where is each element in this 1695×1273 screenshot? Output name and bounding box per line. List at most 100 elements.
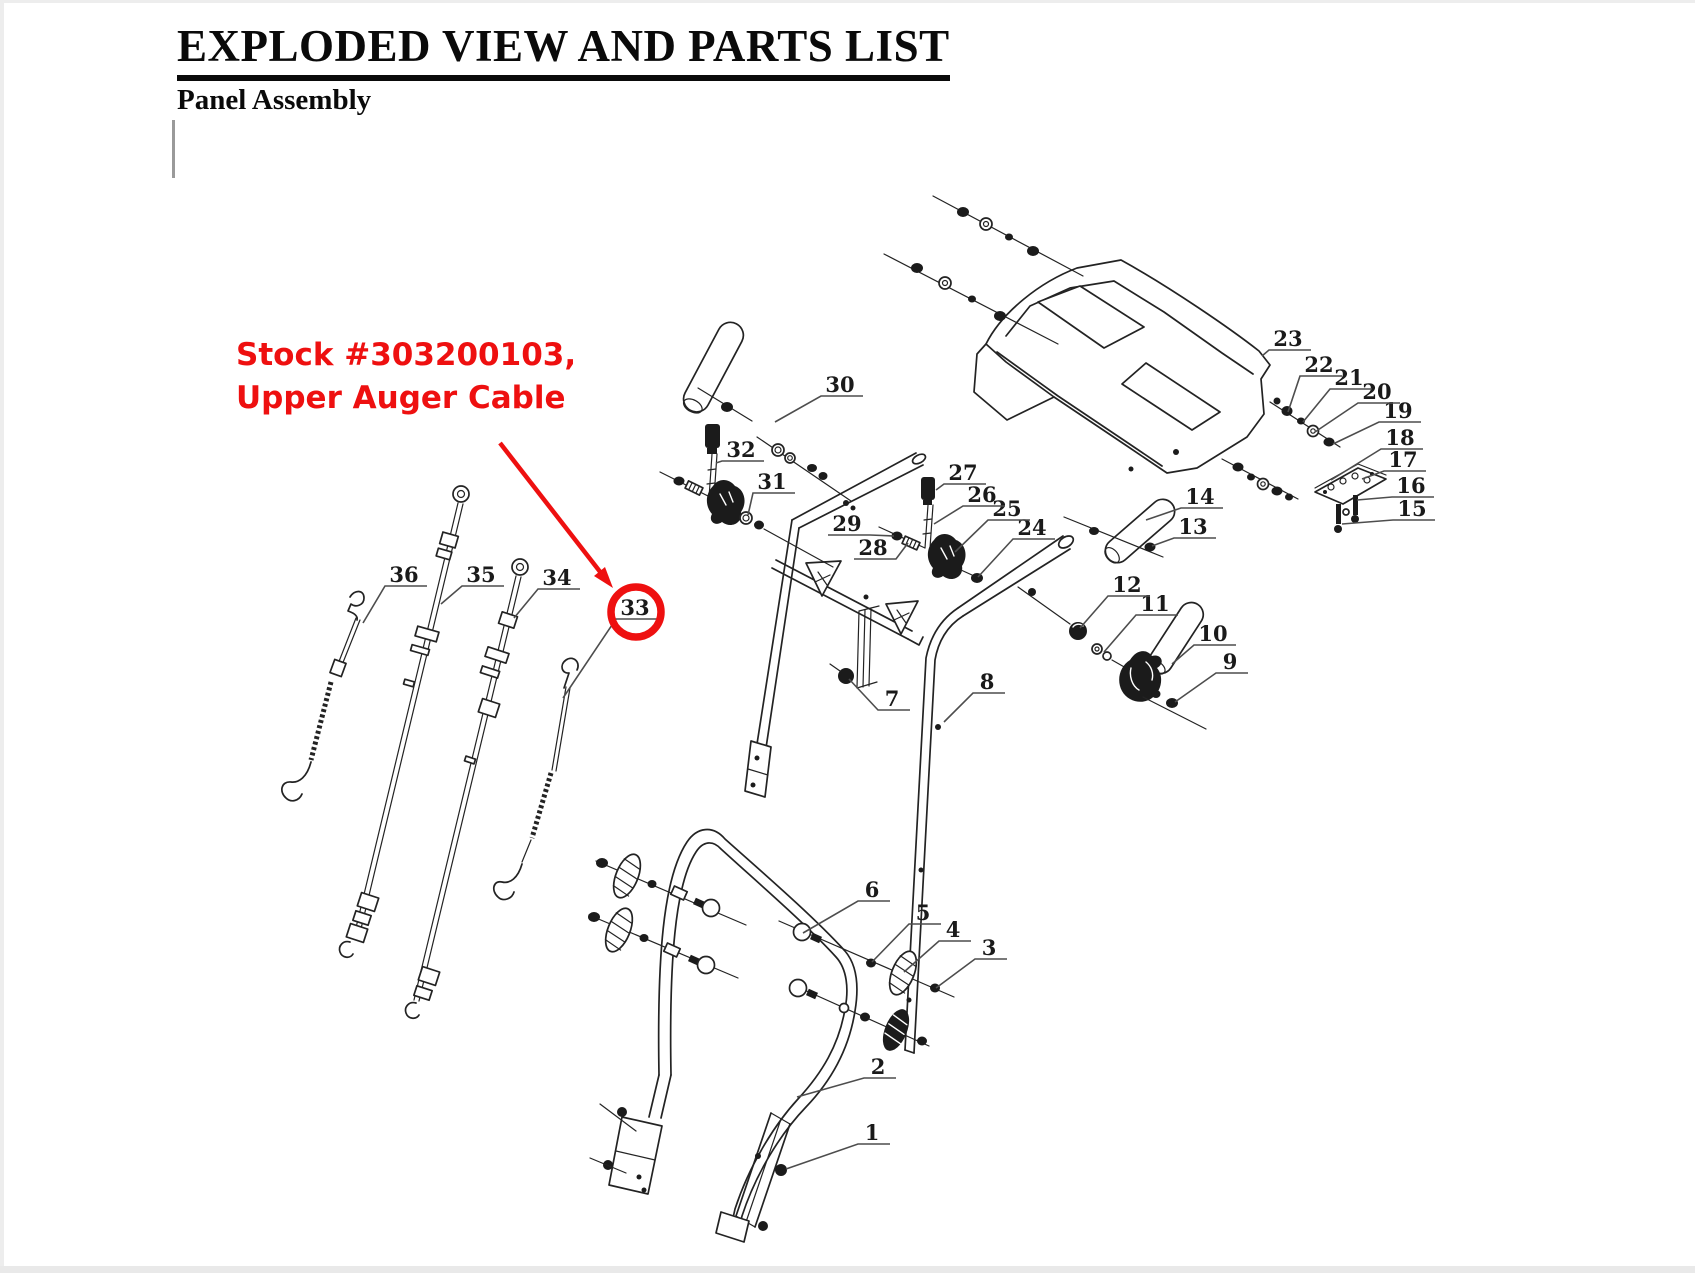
text-caret-mark (172, 120, 175, 178)
svg-text:15: 15 (1397, 496, 1426, 521)
part-label-31: 31 (747, 469, 795, 516)
part-label-29: 29 (828, 511, 895, 537)
part-label-25: 25 (954, 496, 1030, 553)
svg-text:12: 12 (1112, 572, 1141, 597)
part-label-9: 9 (1174, 649, 1248, 703)
part-label-12: 12 (1079, 572, 1150, 629)
part-label-15: 15 (1341, 496, 1435, 525)
page-subtitle: Panel Assembly (177, 83, 372, 116)
svg-text:4: 4 (946, 917, 961, 942)
svg-text:22: 22 (1304, 352, 1333, 377)
cover-screw-row-right (1221, 458, 1299, 501)
part-label-18: 18 (1330, 425, 1423, 481)
part-label-2: 2 (796, 1054, 896, 1098)
stock-annotation: Stock #303200103, Upper Auger Cable (236, 334, 576, 420)
part-label-20: 20 (1314, 379, 1400, 433)
part-label-34: 34 (513, 565, 580, 619)
annotation-arrowhead (594, 567, 613, 588)
upper-handle-frame (744, 452, 1075, 1054)
part-label-30: 30 (774, 372, 863, 423)
cable-33-upper-auger (492, 657, 579, 901)
part-label-23: 23 (1261, 326, 1311, 357)
part-label-19: 19 (1332, 398, 1421, 445)
svg-text:2: 2 (871, 1054, 886, 1079)
stock-annotation-line1: Stock #303200103, (236, 337, 577, 373)
svg-text:10: 10 (1198, 621, 1227, 646)
part-label-28: 28 (854, 535, 909, 560)
svg-text:21: 21 (1334, 365, 1363, 390)
page-edge-top (0, 0, 1695, 3)
svg-text:7: 7 (885, 686, 900, 711)
page-title: EXPLODED VIEW AND PARTS LIST (177, 21, 950, 81)
cable-34 (404, 558, 529, 1019)
svg-text:16: 16 (1396, 473, 1425, 498)
annotation-overlay (498, 441, 665, 641)
svg-text:35: 35 (466, 562, 495, 587)
stock-annotation-line2: Upper Auger Cable (236, 380, 566, 416)
part-label-22: 22 (1287, 352, 1342, 413)
chute-crank-assembly (1017, 586, 1207, 730)
part-label-24: 24 (977, 515, 1055, 578)
part-label-8: 8 (943, 669, 1005, 723)
svg-text:27: 27 (948, 460, 977, 485)
part-label-3: 3 (935, 935, 1007, 989)
svg-text:8: 8 (980, 669, 995, 694)
cable-35 (338, 485, 470, 958)
svg-text:18: 18 (1385, 425, 1414, 450)
cover-screw-stack-upper (932, 195, 1084, 277)
screw-row-19-22 (1269, 401, 1341, 448)
svg-text:13: 13 (1178, 514, 1207, 539)
svg-text:11: 11 (1140, 591, 1169, 616)
svg-text:33: 33 (620, 595, 649, 620)
cover-housing-part-23 (973, 259, 1281, 474)
cover-screw-stack-lower (883, 253, 1059, 345)
part-label-1: 1 (785, 1120, 890, 1170)
part-label-11: 11 (1103, 591, 1178, 653)
part-label-33: 33 (562, 595, 658, 699)
part-label-21: 21 (1302, 365, 1372, 423)
svg-text:20: 20 (1362, 379, 1391, 404)
svg-text:25: 25 (992, 496, 1021, 521)
svg-text:31: 31 (757, 469, 786, 494)
part-label-16: 16 (1356, 473, 1434, 501)
svg-text:36: 36 (389, 562, 418, 587)
svg-text:1: 1 (865, 1120, 880, 1145)
svg-text:23: 23 (1273, 326, 1302, 351)
svg-text:29: 29 (832, 511, 861, 536)
part-label-36: 36 (362, 562, 427, 624)
svg-text:24: 24 (1017, 515, 1046, 540)
page-edge-bottom (0, 1266, 1695, 1273)
lever-32-assembly (659, 424, 834, 568)
part-label-35: 35 (440, 562, 504, 605)
annotation-arrow-line (498, 441, 603, 575)
svg-text:3: 3 (982, 935, 997, 960)
header: EXPLODED VIEW AND PARTS LIST Panel Assem… (177, 21, 950, 116)
svg-text:30: 30 (825, 372, 854, 397)
bolt-row-lower-left (588, 903, 739, 979)
handle-grip-30 (682, 321, 852, 502)
bolt-row-upper-right (778, 920, 955, 1000)
svg-text:26: 26 (967, 482, 996, 507)
lower-handle-assembly (589, 828, 858, 1243)
svg-text:5: 5 (916, 900, 931, 925)
svg-text:6: 6 (865, 877, 880, 902)
part-label-27: 27 (935, 460, 986, 491)
svg-text:14: 14 (1185, 484, 1214, 509)
part-label-10: 10 (1171, 621, 1236, 665)
svg-text:19: 19 (1383, 398, 1412, 423)
part-label-26: 26 (933, 482, 1005, 525)
part-label-17: 17 (1361, 447, 1426, 480)
svg-text:9: 9 (1223, 649, 1238, 674)
part-label-5: 5 (871, 900, 941, 963)
svg-text:28: 28 (858, 535, 887, 560)
part-label-4: 4 (903, 917, 971, 973)
highlight-circle-part-33 (607, 583, 665, 641)
bolt-row-lower-right (788, 978, 930, 1056)
part-label-32: 32 (715, 437, 764, 464)
lever-26-assembly (878, 477, 983, 583)
cable-36 (281, 590, 365, 802)
part-label-6: 6 (802, 877, 890, 934)
part-label-14: 14 (1145, 484, 1223, 521)
